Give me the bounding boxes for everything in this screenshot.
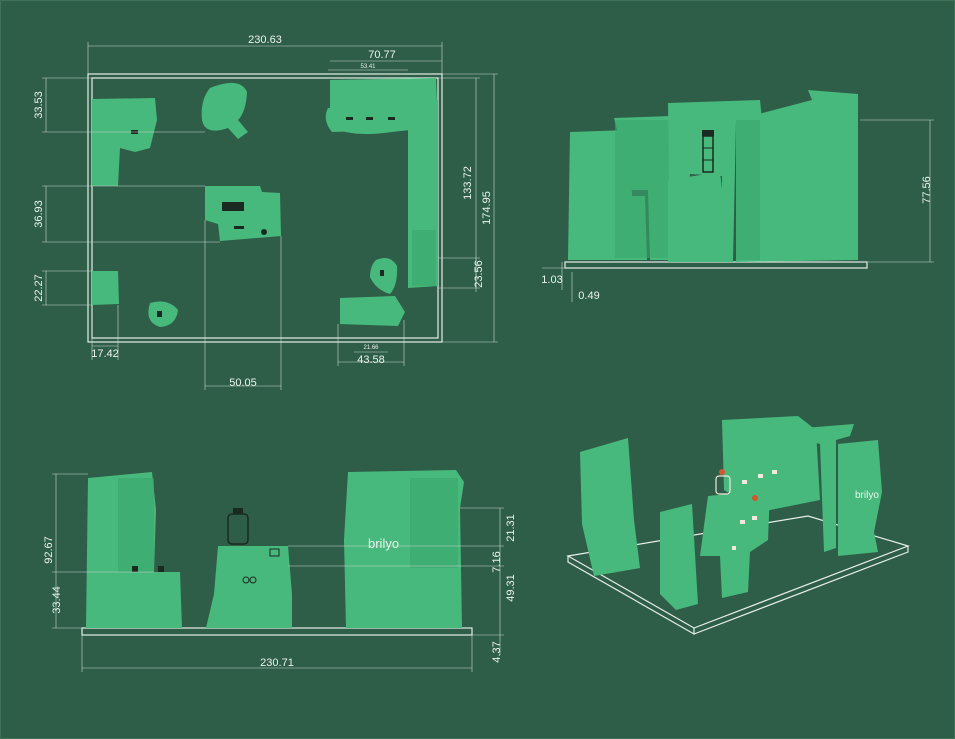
plan-dim-left-mid: 36.93: [33, 200, 45, 228]
plan-marker: [346, 117, 353, 120]
plan-texture: [412, 230, 436, 286]
plan-dim-bottom-mid: 50.05: [229, 377, 257, 389]
perspective-lantern: [715, 469, 731, 495]
front-marker: [269, 548, 280, 557]
front-texture: [410, 478, 458, 568]
perspective-view: brilyo: [566, 416, 910, 636]
perspective-stone-left: [580, 438, 640, 576]
front-logo: brilyo: [368, 536, 399, 551]
front-marker: [158, 566, 164, 572]
plan-dim-bottom-right-small: 21.66: [363, 345, 379, 351]
plan-platform-outer: [87, 73, 443, 343]
front-dim-width: 230.71: [260, 657, 294, 669]
side-lintel-stones: [668, 100, 762, 262]
plan-stone-oval: [201, 82, 248, 139]
front-dim-left-bottom: 33.44: [51, 586, 63, 614]
side-texture: [615, 120, 671, 258]
plan-dim-left-bottom: 22.27: [33, 274, 45, 302]
plan-dim-bottom-left: 17.42: [91, 348, 119, 360]
front-texture: [118, 478, 154, 572]
plan-box: [222, 202, 244, 211]
plan-stone-center: [205, 186, 281, 241]
perspective-stone-back: [722, 416, 820, 512]
perspective-arch: [804, 424, 854, 552]
plan-marker: [234, 226, 244, 229]
front-dim-right-a: 21.31: [505, 514, 517, 542]
perspective-marker: [742, 480, 747, 484]
plan-stone-left-top: [92, 98, 157, 186]
side-lantern: [702, 130, 714, 173]
front-marker: [132, 566, 138, 572]
front-marker: [242, 576, 250, 584]
side-elevation-view: 77.56 1.03 0.49: [541, 90, 934, 302]
plan-marker: [380, 270, 384, 276]
plan-stone-bottom-right: [340, 296, 405, 326]
plan-dim-right-inner: 133.72: [462, 166, 474, 200]
perspective-marker: [752, 516, 757, 520]
plan-view: 230.63 70.77 53.41 33.53 36.93 22.27 133…: [33, 34, 498, 390]
perspective-platform-side: [693, 546, 909, 635]
side-stone-right: [736, 90, 858, 262]
perspective-marker: [740, 520, 745, 524]
side-dim-height: 77.56: [921, 176, 933, 204]
front-dim-left-top: 92.67: [43, 536, 55, 564]
perspective-marker: [758, 474, 763, 478]
front-marker: [249, 576, 257, 584]
perspective-stone-front: [660, 504, 698, 610]
perspective-marker-red: [752, 495, 758, 501]
plan-marker: [388, 117, 395, 120]
perspective-logo: brilyo: [855, 490, 879, 501]
perspective-marker: [732, 546, 736, 550]
side-dim-base-b: 0.49: [578, 290, 599, 302]
plan-dim-left-top: 33.53: [33, 91, 45, 119]
perspective-stone-center: [700, 490, 770, 598]
plan-dim-top-right: 70.77: [368, 49, 396, 61]
front-dim-right-c: 49.31: [505, 574, 517, 602]
plan-dim-width: 230.63: [248, 34, 282, 46]
plan-dim-top-right-small: 53.41: [360, 64, 376, 70]
side-platform: [564, 261, 868, 269]
front-stone-center: [206, 546, 292, 628]
plan-stone-left-bottom: [92, 271, 119, 305]
front-dim-right-d: 4.37: [491, 641, 503, 662]
plan-marker: [261, 229, 267, 235]
side-center-stone: [668, 172, 732, 262]
perspective-stone-right: [838, 440, 882, 556]
plan-marker: [157, 311, 162, 317]
side-dim-base-a: 1.03: [541, 274, 562, 286]
plan-marker: [366, 117, 373, 120]
front-elevation-view: brilyo 92.67 33.44 21.31 7.16 49.31 4.37…: [43, 470, 517, 672]
plan-dim-bottom-right: 43.58: [357, 354, 385, 366]
front-dim-right-b: 7.16: [491, 551, 503, 572]
perspective-platform-side: [567, 556, 695, 636]
front-lantern: [227, 508, 249, 545]
front-platform: [81, 627, 473, 636]
plan-dim-right-bottom: 23.56: [473, 260, 485, 288]
side-texture: [736, 120, 760, 260]
plan-dim-right-outer: 174.95: [481, 191, 493, 225]
plan-stone-small-bottom: [148, 301, 178, 327]
perspective-marker: [772, 470, 777, 474]
